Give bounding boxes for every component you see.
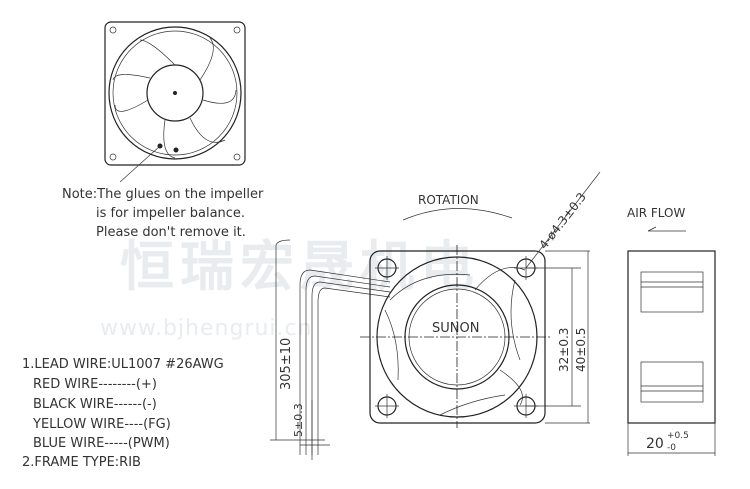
strip-length-dimension: 5±0.3 — [292, 403, 305, 437]
brand-label: SUNON — [432, 321, 479, 336]
spec-lead-wire: 1.LEAD WIRE:UL1007 #26AWG — [22, 357, 224, 372]
airflow-arrow-icon — [647, 226, 686, 232]
watermark-chinese: 恒瑞宏晟机电 — [120, 235, 480, 298]
wire-specs: 1.LEAD WIRE:UL1007 #26AWG RED WIRE------… — [22, 357, 224, 470]
pitch-dimension: 32±0.3 — [557, 328, 571, 372]
depth-tolerance-minus: -0 — [667, 443, 676, 453]
rotation-label: ROTATION — [418, 193, 479, 207]
watermark-url: www.bjhengrui.cn — [100, 316, 313, 341]
front-view: ROTATION SUNON 4-ø4.3±0.3 32±0.3 40±0.5 — [270, 171, 601, 460]
airflow-label: AIR FLOW — [627, 206, 686, 220]
note-line-3: Please don't remove it. — [96, 225, 246, 240]
lead-wires — [299, 269, 391, 455]
size-dimension: 40±0.5 — [574, 328, 588, 372]
lead-length-dimension: 305±10 — [279, 338, 294, 390]
spec-yellow-wire: YELLOW WIRE----(FG) — [32, 417, 171, 432]
top-fan-view — [104, 21, 246, 183]
note-line-1: Note:The glues on the impeller — [62, 187, 264, 202]
spec-frame-type: 2.FRAME TYPE:RIB — [22, 455, 141, 470]
depth-dimension: 20 — [646, 436, 664, 452]
depth-tolerance-plus: +0.5 — [667, 431, 689, 441]
rotation-arrow-icon — [402, 208, 513, 221]
side-view: AIR FLOW 20 +0.5 -0 — [627, 206, 716, 456]
spec-red-wire: RED WIRE--------(+) — [33, 377, 157, 392]
spec-blue-wire: BLUE WIRE-----(PWM) — [33, 436, 170, 451]
spec-black-wire: BLACK WIRE------(-) — [33, 397, 157, 412]
note-line-2: is for impeller balance. — [96, 206, 245, 221]
hole-dimension: 4-ø4.3±0.3 — [536, 190, 589, 252]
